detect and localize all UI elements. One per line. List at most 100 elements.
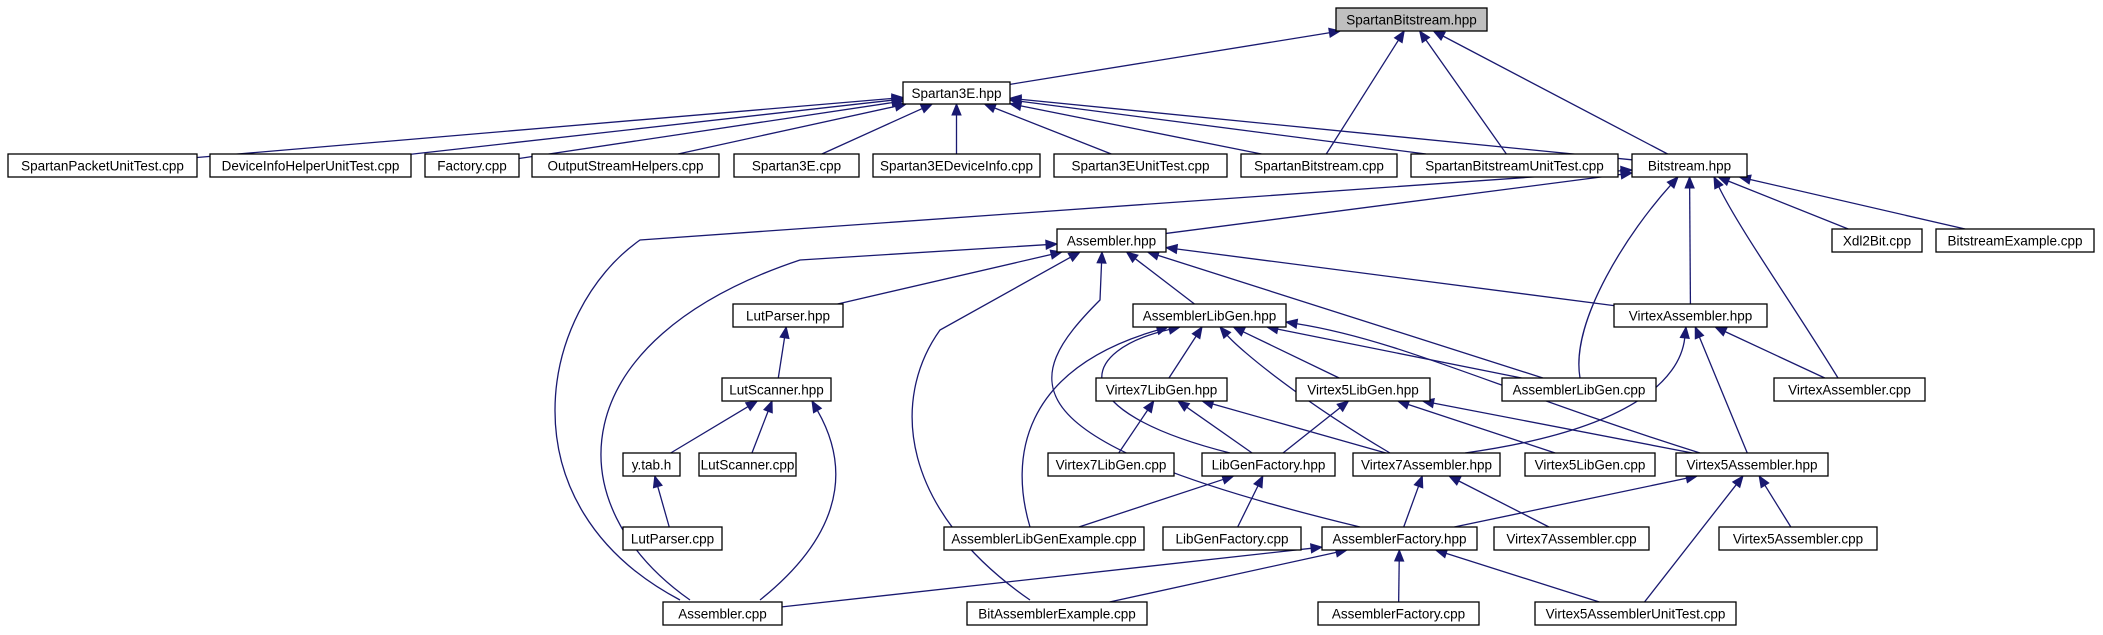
edge-n4-to-n0-arrowhead [1432, 30, 1447, 41]
node-assemblerfactory-hpp[interactable]: AssemblerFactory.hpp [1321, 526, 1478, 551]
edge-n37-to-n12-arrowhead [1067, 251, 1082, 263]
edge-n36-to-n4-arrowhead [1620, 165, 1634, 177]
edge-n26-to-n21 [1186, 406, 1253, 454]
node-virtex7libgen-cpp[interactable]: Virtex7LibGen.cpp [1047, 452, 1175, 477]
node-spartan3e-cpp[interactable]: Spartan3E.cpp [733, 153, 860, 178]
node-assembler-hpp[interactable]: Assembler.hpp [1056, 228, 1167, 253]
node-spartanbitstreamunittest-cpp[interactable]: SpartanBitstreamUnitTest.cpp [1410, 153, 1619, 178]
edge-n8-to-n1 [677, 105, 896, 155]
edge-n36-to-n33 [781, 547, 1312, 608]
node-box-virtex5libgen-hpp [1295, 377, 1431, 402]
edge-n36-to-n20-arrowhead [811, 399, 823, 414]
node-virtex7assembler-cpp[interactable]: Virtex7Assembler.cpp [1493, 526, 1650, 551]
edge-n31-to-n26 [1078, 478, 1224, 528]
edge-n29-to-n17-arrowhead [1694, 325, 1705, 340]
edge-n4-to-n1-arrowhead [1008, 94, 1022, 105]
edge-n16-to-n12-arrowhead [1125, 251, 1139, 264]
node-libgenfactory-cpp[interactable]: LibGenFactory.cpp [1162, 526, 1302, 551]
node-box-spartan3e-hpp [902, 81, 1011, 105]
edge-n24-to-n20 [751, 411, 769, 454]
node-spartan3eunittest-cpp[interactable]: Spartan3EUnitTest.cpp [1053, 153, 1228, 178]
edge-n4-to-n1 [1020, 98, 1633, 161]
edge-n36-to-n12 [600, 244, 1047, 601]
node-box-assemblerlibgen-hpp [1132, 303, 1287, 328]
node-assemblerfactory-cpp[interactable]: AssemblerFactory.cpp [1317, 601, 1480, 626]
edge-n11-to-n1-arrowhead [983, 103, 998, 114]
edge-n23-to-n20 [670, 406, 749, 454]
node-assembler-cpp[interactable]: Assembler.cpp [662, 601, 783, 626]
edge-n28-to-n22 [1408, 403, 1556, 454]
edge-n27-to-n17-arrowhead [1679, 325, 1690, 340]
node-assemblerlibgen-cpp[interactable]: AssemblerLibGen.cpp [1501, 377, 1657, 402]
edge-n26-to-n21-arrowhead [1176, 400, 1191, 412]
node-label-assembler-hpp: Assembler.hpp [1067, 234, 1156, 249]
edge-n34-to-n27-arrowhead [1447, 475, 1462, 486]
node-spartanpacketunittest-cpp[interactable]: SpartanPacketUnitTest.cpp [7, 153, 198, 178]
node-virtex5assembler-hpp[interactable]: Virtex5Assembler.hpp [1675, 452, 1829, 477]
node-box-assembler-hpp [1056, 228, 1167, 253]
node-lutparser-cpp[interactable]: LutParser.cpp [622, 526, 723, 551]
node-label-bitstream-hpp: Bitstream.hpp [1648, 159, 1731, 174]
node-spartanbitstream-cpp[interactable]: SpartanBitstream.cpp [1240, 153, 1398, 178]
node-factory-cpp[interactable]: Factory.cpp [424, 153, 520, 178]
node-virtex5libgen-cpp[interactable]: Virtex5LibGen.cpp [1524, 452, 1656, 477]
node-box-assemblerfactory-cpp [1317, 601, 1480, 626]
node-assemblerlibgen-hpp[interactable]: AssemblerLibGen.hpp [1132, 303, 1287, 328]
edge-n31-to-n16 [1021, 329, 1158, 528]
node-virtex7assembler-hpp[interactable]: Virtex7Assembler.hpp [1352, 452, 1501, 477]
node-virtexassembler-hpp[interactable]: VirtexAssembler.hpp [1613, 303, 1768, 328]
edge-n20-to-n15-arrowhead [779, 325, 790, 340]
node-xdl2bit-cpp[interactable]: Xdl2Bit.cpp [1831, 228, 1923, 253]
node-box-y-tab-h [622, 452, 681, 477]
node-label-spartan3e-hpp: Spartan3E.hpp [911, 86, 1001, 101]
edge-n21-to-n16-arrowhead [1191, 325, 1203, 340]
node-virtex5assembler-cpp[interactable]: Virtex5Assembler.cpp [1718, 526, 1878, 551]
node-bitassemblerexample-cpp[interactable]: BitAssemblerExample.cpp [966, 601, 1148, 626]
node-label-assemblerlibgen-cpp: AssemblerLibGen.cpp [1513, 383, 1646, 398]
node-label-virtex5libgen-hpp: Virtex5LibGen.hpp [1307, 383, 1419, 398]
node-y-tab-h[interactable]: y.tab.h [622, 452, 681, 477]
node-assemblerlibgenexample-cpp[interactable]: AssemblerLibGenExample.cpp [943, 526, 1145, 551]
node-spartanbitstream-hpp[interactable]: SpartanBitstream.hpp [1335, 7, 1488, 32]
node-lutscanner-cpp[interactable]: LutScanner.cpp [698, 452, 797, 477]
node-lutscanner-hpp[interactable]: LutScanner.hpp [721, 377, 832, 402]
edge-n4-to-n0 [1442, 35, 1668, 155]
node-libgenfactory-hpp[interactable]: LibGenFactory.hpp [1201, 452, 1336, 477]
edge-n20-to-n15 [777, 337, 786, 379]
edge-n33-to-n29 [1454, 477, 1687, 528]
node-label-deviceinfohelperunittest-cpp: DeviceInfoHelperUnitTest.cpp [222, 159, 400, 174]
edge-n3-to-n1 [1020, 100, 1427, 155]
node-bitstream-hpp[interactable]: Bitstream.hpp [1631, 153, 1748, 178]
node-spartan3e-hpp[interactable]: Spartan3E.hpp [902, 81, 1011, 105]
node-virtex5assemblerunittest-cpp[interactable]: Virtex5AssemblerUnitTest.cpp [1534, 601, 1737, 626]
edge-n15-to-n12 [837, 253, 1052, 305]
node-virtex5libgen-hpp[interactable]: Virtex5LibGen.hpp [1295, 377, 1431, 402]
edge-n34-to-n27 [1458, 480, 1550, 528]
edge-n12-to-n4 [1165, 173, 1622, 235]
edge-n17-to-n4-arrowhead [1684, 175, 1695, 189]
node-label-assemblerfactory-cpp: AssemblerFactory.cpp [1332, 607, 1465, 622]
edge-n36-to-n20 [759, 410, 837, 601]
edge-n19-to-n4-arrowhead [1713, 175, 1724, 190]
edge-n30-to-n23 [657, 486, 670, 528]
node-box-virtex5assemblerunittest-cpp [1534, 601, 1737, 626]
edge-n38-to-n33-arrowhead [1393, 548, 1405, 562]
node-label-lutparser-cpp: LutParser.cpp [631, 532, 714, 547]
node-box-libgenfactory-cpp [1162, 526, 1302, 551]
edge-n2-to-n1 [1020, 105, 1262, 155]
node-virtex7libgen-hpp[interactable]: Virtex7LibGen.hpp [1095, 377, 1228, 402]
node-lutparser-hpp[interactable]: LutParser.hpp [732, 303, 844, 328]
node-virtexassembler-cpp[interactable]: VirtexAssembler.cpp [1773, 377, 1926, 402]
node-bitstreamexample-cpp[interactable]: BitstreamExample.cpp [1935, 228, 2095, 253]
edge-n13-to-n4 [1728, 180, 1849, 230]
node-box-assemblerlibgen-cpp [1501, 377, 1657, 402]
edge-n29-to-n16 [1296, 323, 1701, 454]
edge-n9-to-n1 [821, 107, 923, 155]
node-spartan3edeviceinfo-cpp[interactable]: Spartan3EDeviceInfo.cpp [872, 153, 1041, 178]
node-outputstreamhelpers-cpp[interactable]: OutputStreamHelpers.cpp [531, 153, 720, 178]
node-label-virtex5assembler-cpp: Virtex5Assembler.cpp [1733, 532, 1863, 547]
edge-n11-to-n1 [994, 107, 1112, 155]
node-deviceinfohelperunittest-cpp[interactable]: DeviceInfoHelperUnitTest.cpp [209, 153, 412, 178]
edge-n5-to-n1 [196, 97, 893, 159]
edge-n22-to-n16-arrowhead [1232, 326, 1246, 337]
